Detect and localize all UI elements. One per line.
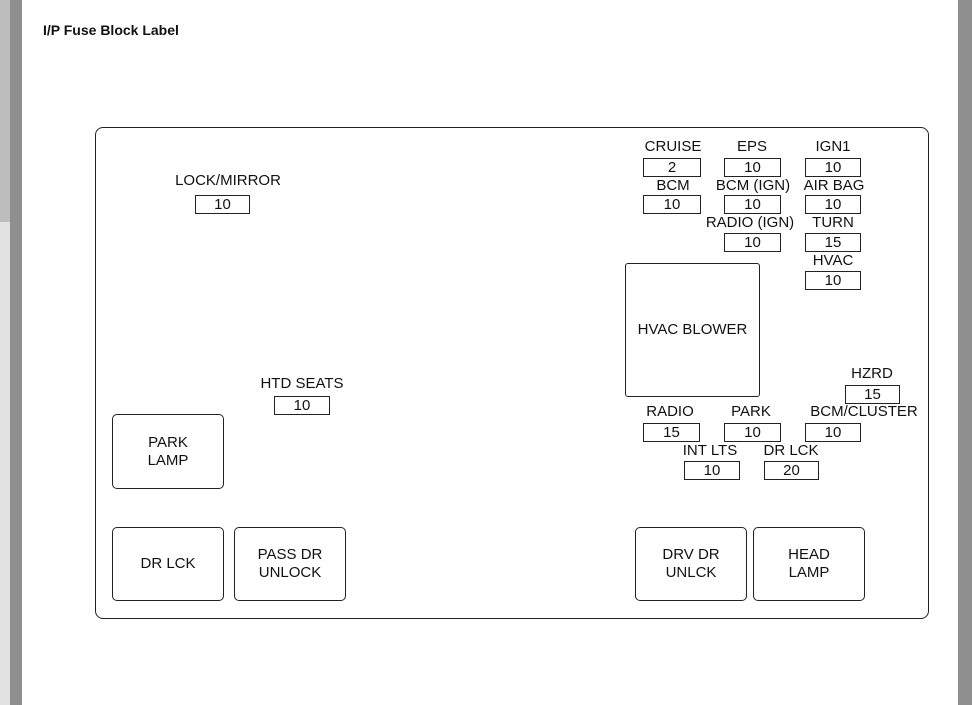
fuse-label-ign1: IGN1: [815, 138, 851, 155]
fuse-htd-seats: 10: [274, 396, 330, 415]
relay-label-park-lamp-line2: LAMP: [147, 451, 189, 469]
relay-label-pass-dr-unlock-line2: UNLOCK: [258, 564, 322, 581]
fuse-label-htd-seats: HTD SEATS: [260, 375, 344, 392]
fuse-label-bcm: BCM: [656, 177, 690, 194]
relay-label-drv-dr-unlck-line2: UNLCK: [665, 564, 717, 581]
relay-hvac-blower: HVAC BLOWER: [625, 263, 760, 397]
fuse-air-bag: 10: [805, 195, 861, 214]
fuse-bcm-ign: 10: [724, 195, 781, 214]
fuse-label-int-lts: INT LTS: [682, 442, 738, 459]
fuse-label-air-bag: AIR BAG: [803, 177, 865, 194]
fuse-label-park: PARK: [731, 403, 771, 420]
scrollbar-thumb[interactable]: [0, 0, 10, 222]
fuse-hvac: 10: [805, 271, 861, 290]
relay-label-head-lamp-line2: LAMP: [788, 564, 830, 581]
fuse-label-hvac: HVAC: [812, 252, 854, 269]
fuse-hzrd: 15: [845, 385, 900, 404]
window-left-border: [10, 0, 22, 705]
fuse-bcm: 10: [643, 195, 701, 214]
window-left-strip: [0, 0, 10, 705]
fuse-ign1: 10: [805, 158, 861, 177]
relay-head-lamp: HEAD LAMP: [753, 527, 865, 601]
fuse-dr-lck: 20: [764, 461, 819, 480]
window-right-border: [958, 0, 972, 705]
fuse-label-lock-mirror: LOCK/MIRROR: [175, 172, 281, 189]
relay-dr-lck: DR LCK: [112, 527, 224, 601]
relay-drv-dr-unlck: DRV DR UNLCK: [635, 527, 747, 601]
page-title: I/P Fuse Block Label: [43, 22, 179, 38]
fuse-label-eps: EPS: [736, 138, 768, 155]
relay-label-park-lamp-line1: PARK: [148, 433, 188, 451]
relay-label-head-lamp-line1: HEAD: [788, 546, 830, 563]
fuse-label-radio-ign: RADIO (IGN): [705, 214, 795, 231]
relay-label-hvac-blower: HVAC BLOWER: [637, 321, 748, 338]
relay-label-pass-dr-unlock-line1: PASS DR: [257, 546, 323, 563]
fuse-bcm-cluster: 10: [805, 423, 861, 442]
fuse-label-radio: RADIO: [646, 403, 694, 420]
fuse-int-lts: 10: [684, 461, 740, 480]
fuse-label-dr-lck: DR LCK: [763, 442, 819, 459]
relay-label-dr-lck: DR LCK: [140, 555, 196, 572]
fuse-radio: 15: [643, 423, 700, 442]
fuse-cruise: 2: [643, 158, 701, 177]
fuse-eps: 10: [724, 158, 781, 177]
fuse-block-outline: [95, 127, 929, 619]
relay-park-lamp: PARK LAMP: [112, 414, 224, 489]
fuse-lock-mirror: 10: [195, 195, 250, 214]
fuse-label-bcm-ign: BCM (IGN): [715, 177, 791, 194]
fuse-label-turn: TURN: [812, 214, 854, 231]
fuse-label-cruise: CRUISE: [644, 138, 702, 155]
fuse-park: 10: [724, 423, 781, 442]
fuse-turn: 15: [805, 233, 861, 252]
relay-label-drv-dr-unlck-line1: DRV DR: [662, 546, 720, 563]
fuse-label-hzrd: HZRD: [851, 365, 893, 382]
fuse-radio-ign: 10: [724, 233, 781, 252]
fuse-label-bcm-cluster: BCM/CLUSTER: [810, 403, 918, 420]
relay-pass-dr-unlock: PASS DR UNLOCK: [234, 527, 346, 601]
